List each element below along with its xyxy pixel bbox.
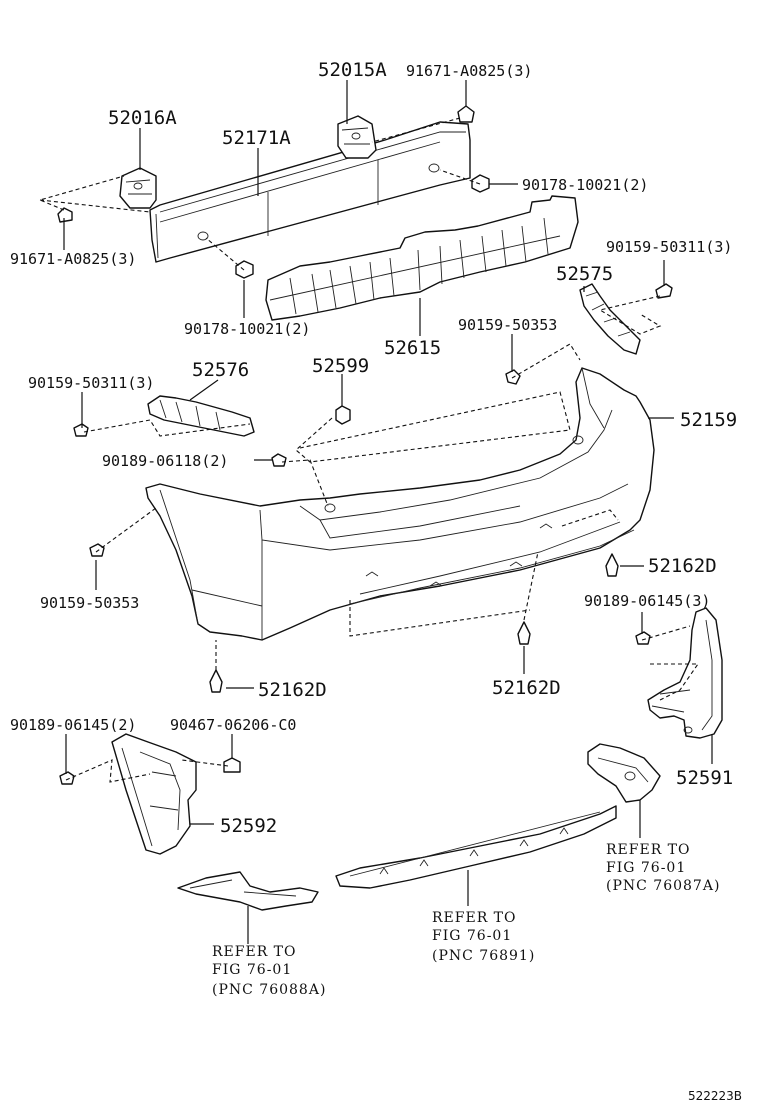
refer-left-line2: FIG 76-01: [212, 962, 292, 978]
label-52599: 52599: [312, 355, 369, 377]
label-52015A: 52015A: [318, 59, 387, 81]
absorber-52615: [265, 195, 579, 321]
retainer-52576: [147, 395, 255, 437]
label-90467: 90467-06206-C0: [170, 716, 296, 734]
label-52159: 52159: [680, 409, 737, 431]
bracket-52016A: [119, 167, 157, 209]
lower-piece-76891: [335, 805, 617, 889]
refer-note-right: REFER TO FIG 76-01 (PNC 76087A): [606, 842, 720, 894]
label-52575: 52575: [556, 263, 613, 285]
leader-lines: [63, 80, 713, 944]
label-90178-right: 90178-10021(2): [522, 176, 648, 194]
label-52592: 52592: [220, 815, 277, 837]
lower-piece-76088A: [177, 871, 319, 911]
label-52162D-left: 52162D: [258, 679, 327, 701]
label-52171A: 52171A: [222, 127, 291, 149]
label-52162D-right: 52162D: [648, 555, 717, 577]
figure-id: 522223B: [688, 1089, 742, 1103]
refer-middle-line2: FIG 76-01: [432, 928, 512, 944]
bumper-cover-52159: [145, 367, 655, 641]
refer-note-middle: REFER TO FIG 76-01 (PNC 76891): [432, 910, 535, 964]
refer-right-line1: REFER TO: [606, 842, 691, 858]
label-90189-06118: 90189-06118(2): [102, 452, 228, 470]
refer-left-line3: (PNC 76088A): [212, 982, 326, 998]
label-90159-left: 90159-50311(3): [28, 374, 154, 392]
retainer-52575: [579, 283, 641, 355]
refer-right-line2: FIG 76-01: [606, 860, 686, 876]
refer-note-left: REFER TO FIG 76-01 (PNC 76088A): [212, 944, 326, 998]
part-labels: 52015A 91671-A0825(3) 52016A 52171A 9017…: [10, 59, 737, 837]
label-90189-06145-left: 90189-06145(2): [10, 716, 136, 734]
label-90189-06145-right: 90189-06145(3): [584, 592, 710, 610]
refer-middle-line3: (PNC 76891): [432, 948, 535, 964]
refer-right-line3: (PNC 76087A): [606, 878, 720, 894]
side-bracket-52591: [647, 607, 723, 739]
label-90178-mid: 90178-10021(2): [184, 320, 310, 338]
assembly-dashed-lines: [38, 117, 700, 783]
label-90159-50353-left: 90159-50353: [40, 594, 139, 612]
lower-piece-76087A: [587, 743, 661, 803]
label-52576: 52576: [192, 359, 249, 381]
label-52162D-mid: 52162D: [492, 677, 561, 699]
fastener-icons: [57, 105, 673, 785]
refer-middle-line1: REFER TO: [432, 910, 517, 926]
label-91671-top: 91671-A0825(3): [406, 62, 532, 80]
label-90159-top-right: 90159-50311(3): [606, 238, 732, 256]
label-52591: 52591: [676, 767, 733, 789]
label-52615: 52615: [384, 337, 441, 359]
label-52016A: 52016A: [108, 107, 177, 129]
label-91671-left: 91671-A0825(3): [10, 250, 136, 268]
label-90159-50353-mid: 90159-50353: [458, 316, 557, 334]
refer-left-line1: REFER TO: [212, 944, 297, 960]
side-bracket-52592: [111, 733, 197, 855]
bracket-52015A: [337, 115, 377, 159]
